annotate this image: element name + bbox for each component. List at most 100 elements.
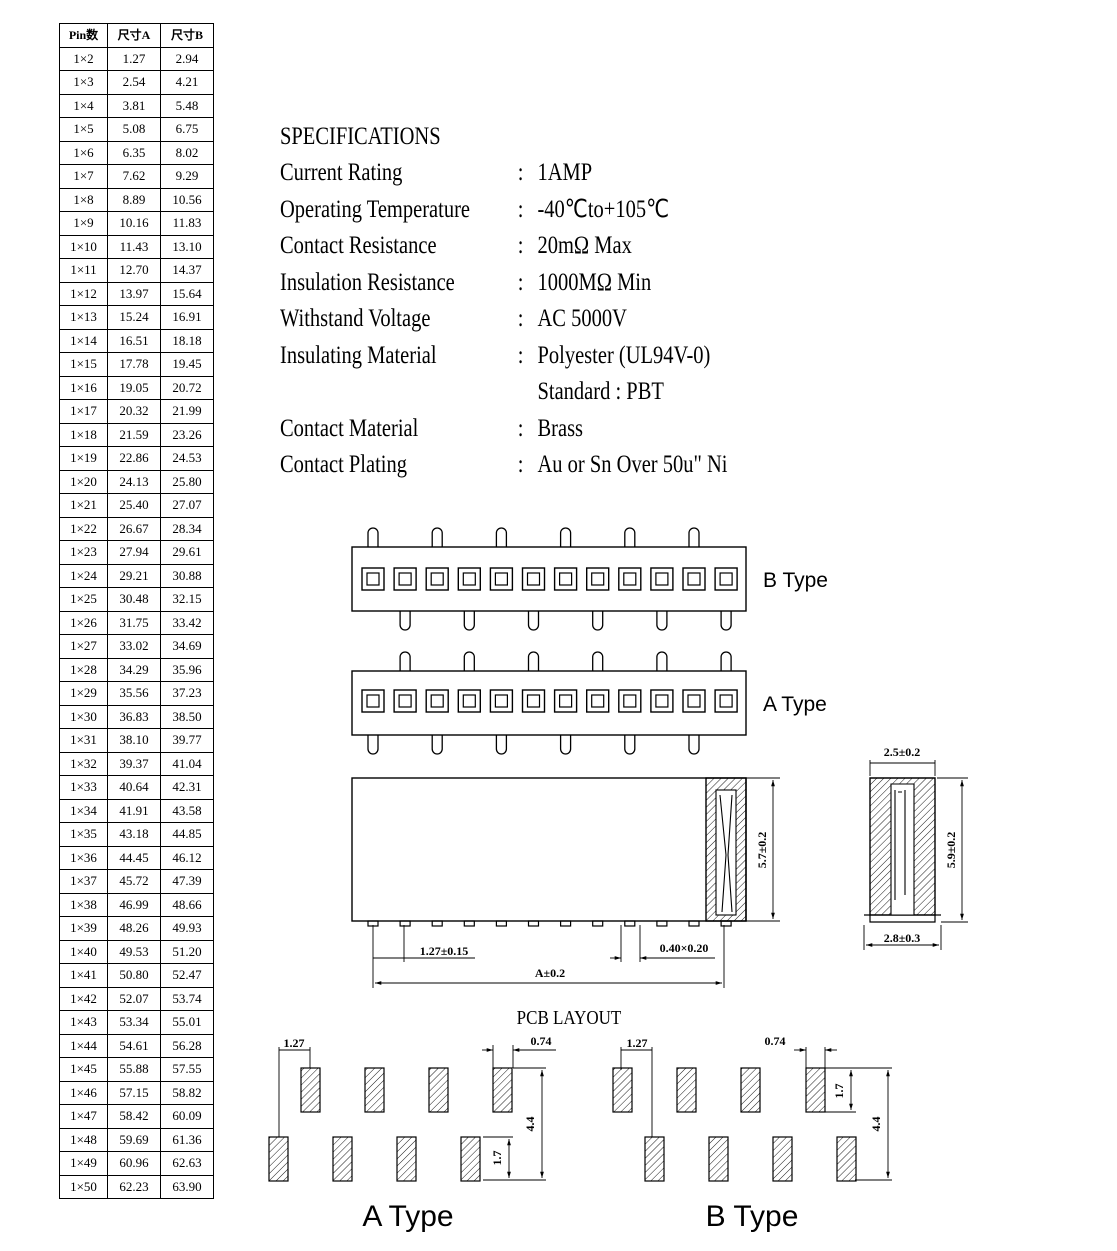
contact-cavity xyxy=(714,689,738,713)
contact-cavity xyxy=(521,689,546,713)
pin xyxy=(624,735,636,755)
pin xyxy=(463,651,475,671)
pcb-a-type-caption: A Type xyxy=(362,1200,453,1233)
pin-stub xyxy=(720,920,732,927)
spec-separator: : xyxy=(517,451,524,478)
pcb-a-pad-width: 0.74 xyxy=(531,1034,552,1048)
dimension-a-cell: 11.43 xyxy=(107,234,161,259)
contact-cavity xyxy=(618,567,642,591)
pin xyxy=(720,651,732,671)
pin-count-cell: 1×45 xyxy=(59,1057,108,1082)
contact-cavity-inner xyxy=(366,572,380,586)
contact-cavity-inner xyxy=(430,694,444,708)
spec-separator: : xyxy=(517,232,524,259)
b-type-label: B Type xyxy=(763,569,828,592)
b-type-top-view xyxy=(351,527,747,631)
pin xyxy=(527,611,540,631)
dimension-b-cell: 39.77 xyxy=(160,728,214,753)
pin-count-cell: 1×18 xyxy=(59,422,108,447)
dimension-b-cell: 16.91 xyxy=(160,305,214,330)
contact-cavity-inner xyxy=(687,694,701,708)
pcb-pad xyxy=(300,1067,321,1113)
spec-separator: : xyxy=(517,305,524,332)
contact-cavity-inner xyxy=(687,572,701,586)
pcb-pad xyxy=(332,1136,353,1182)
pin xyxy=(495,735,508,755)
dimension-b-cell: 63.90 xyxy=(160,1174,214,1199)
dimension-a: A±0.2 xyxy=(535,966,565,980)
dimension-a-cell: 36.83 xyxy=(107,704,161,729)
pin-count-cell: 1×24 xyxy=(59,563,108,588)
pin-count-cell: 1×2 xyxy=(59,46,108,71)
spec-value: Polyester (UL94V-0) xyxy=(537,341,711,369)
contact-cavity-inner xyxy=(655,694,669,708)
pin-count-cell: 1×43 xyxy=(59,1010,108,1035)
dimension-b-cell: 23.26 xyxy=(160,422,214,447)
dimension-a-cell: 7.62 xyxy=(107,164,161,189)
spec-label: Contact Plating xyxy=(280,451,407,478)
specifications-title: SPECIFICATIONS xyxy=(280,123,441,150)
spec-label: Withstand Voltage xyxy=(280,305,431,332)
dimension-b-cell: 57.55 xyxy=(160,1057,214,1082)
pin-count-cell: 1×46 xyxy=(59,1080,108,1105)
pin-stub xyxy=(399,920,411,927)
spec-insulating-material-standard: Standard : PBT xyxy=(280,374,727,411)
pin-count-cell: 1×40 xyxy=(59,939,108,964)
dimension-a-cell: 29.21 xyxy=(107,563,161,588)
pin-count-cell: 1×23 xyxy=(59,540,108,565)
pin-count-header: Pin数 xyxy=(59,23,108,48)
spec-withstand-voltage: Withstand Voltage:AC 5000V xyxy=(280,301,727,338)
dimension-b-cell: 47.39 xyxy=(160,869,214,894)
pin xyxy=(559,527,572,547)
dimension-b-cell: 5.48 xyxy=(160,93,214,118)
pcb-pad xyxy=(708,1136,729,1182)
pcb-a-row-pitch: 4.4 xyxy=(523,1117,537,1132)
spec-label: Current Rating xyxy=(280,159,403,186)
dimension-b-cell: 46.12 xyxy=(160,845,214,870)
pin-count-cell: 1×42 xyxy=(59,986,108,1011)
dimension-b-cell: 51.20 xyxy=(160,939,214,964)
contact-cavity xyxy=(521,567,546,591)
spec-value: 1AMP xyxy=(537,159,593,186)
spec-separator: : xyxy=(517,341,524,369)
dimension-a-cell: 54.61 xyxy=(107,1033,161,1058)
pin-count-cell: 1×44 xyxy=(59,1033,108,1058)
dimension-a-cell: 62.23 xyxy=(107,1174,161,1199)
dimension-a-cell: 19.05 xyxy=(107,375,161,400)
contact-cavity xyxy=(553,689,578,713)
end-height-dimension: 5.9±0.2 xyxy=(944,832,958,869)
dimension-b-cell: 27.07 xyxy=(160,493,214,518)
pin xyxy=(527,651,540,671)
spec-label: Insulating Material xyxy=(280,341,437,369)
dimension-a-cell: 52.07 xyxy=(107,986,161,1011)
contact-cavity xyxy=(425,567,449,591)
dimension-b-cell: 13.10 xyxy=(160,234,214,259)
contact-cavity-inner xyxy=(591,572,605,586)
dimension-b-cell: 61.36 xyxy=(160,1127,214,1152)
dimension-b-cell: 15.64 xyxy=(160,281,214,306)
pin-size-dimension: 0.40×0.20 xyxy=(660,941,709,955)
dimension-b-cell: 14.37 xyxy=(160,258,214,283)
pin-count-cell: 1×11 xyxy=(59,258,108,283)
dimension-a-cell: 46.99 xyxy=(107,892,161,917)
dimension-b-cell: 62.63 xyxy=(160,1151,214,1176)
contact-cavity xyxy=(425,689,449,713)
pin xyxy=(495,527,508,547)
